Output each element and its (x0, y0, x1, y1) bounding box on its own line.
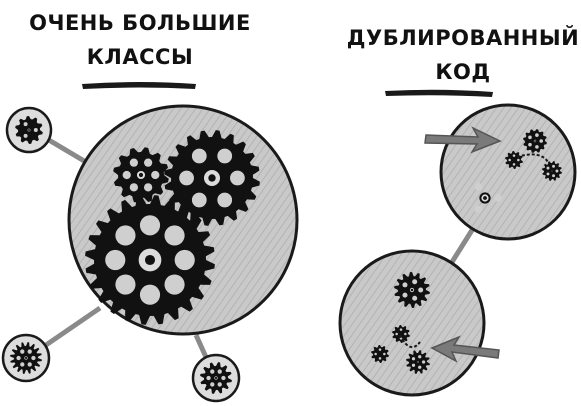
heading-large-classes-line1: ОЧЕНЬ БОЛЬШИЕ (29, 11, 251, 35)
duplicate-gear-c-icon (505, 151, 523, 169)
heading-large-classes-line2: КЛАССЫ (86, 45, 194, 69)
underline-left (82, 82, 196, 89)
satellite-gear-bottom-right-icon (191, 353, 241, 403)
satellite-gear-top-left-icon (5, 106, 53, 154)
duplicate-gear-d-icon (542, 161, 562, 181)
medium-gear-icon (164, 130, 260, 226)
underline-right (385, 89, 493, 97)
satellite-gear-bottom-left-icon (1, 333, 51, 383)
duplicate-gear-h-icon (406, 350, 430, 374)
duplicate-gear-g-icon (371, 345, 389, 363)
chain-link-bottom-icon (399, 334, 421, 349)
arrow-into-bottom-module-icon (430, 335, 500, 363)
duplicate-gear-e-icon (394, 272, 430, 308)
arrow-into-top-module-icon (424, 126, 502, 154)
duplicate-gear-a-icon (474, 182, 502, 214)
large-gear-icon (85, 195, 215, 325)
heading-duplicated-code-line2: КОД (435, 60, 491, 84)
duplicate-gear-b-icon (523, 129, 547, 153)
duplicate-gear-f-icon (392, 325, 410, 343)
chain-link-top-icon (516, 153, 549, 163)
small-gear-icon (113, 147, 169, 203)
heading-duplicated-code-line1: ДУБЛИРОВАННЫЙ (346, 26, 580, 50)
